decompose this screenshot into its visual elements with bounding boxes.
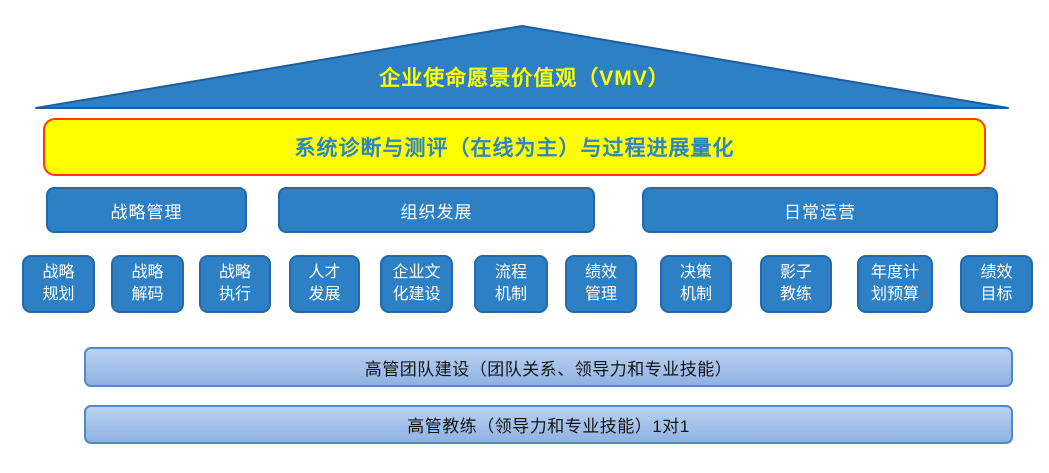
module-talent-development: 人才 发展 <box>289 255 360 313</box>
foundation-bar-executive-team-building: 高管团队建设（团队关系、领导力和专业技能） <box>84 347 1013 387</box>
foundation-bar-executive-coaching: 高管教练（领导力和专业技能）1对1 <box>84 405 1013 444</box>
module-decision-mechanism: 决策 机制 <box>660 255 732 313</box>
module-process-mechanism: 流程 机制 <box>474 255 548 313</box>
module-corporate-culture-building: 企业文 化建设 <box>380 255 453 313</box>
module-annual-plan-budget: 年度计 划预算 <box>857 255 933 313</box>
module-strategy-decoding: 战略 解码 <box>111 255 184 313</box>
roof-triangle <box>35 25 1009 109</box>
module-performance-goals: 绩效 目标 <box>960 255 1033 313</box>
module-shadow-coaching: 影子 教练 <box>760 255 832 313</box>
pillar-organization-development: 组织发展 <box>278 187 595 233</box>
module-strategic-planning: 战略 规划 <box>22 255 95 313</box>
pillar-daily-operations: 日常运营 <box>642 187 998 233</box>
assessment-banner: 系统诊断与测评（在线为主）与过程进展量化 <box>43 118 986 176</box>
roof-title: 企业使命愿景价值观（VMV） <box>379 67 670 90</box>
module-performance-management: 绩效 管理 <box>565 255 637 313</box>
pillar-strategy-management: 战略管理 <box>46 187 247 233</box>
module-strategy-execution: 战略 执行 <box>199 255 271 313</box>
